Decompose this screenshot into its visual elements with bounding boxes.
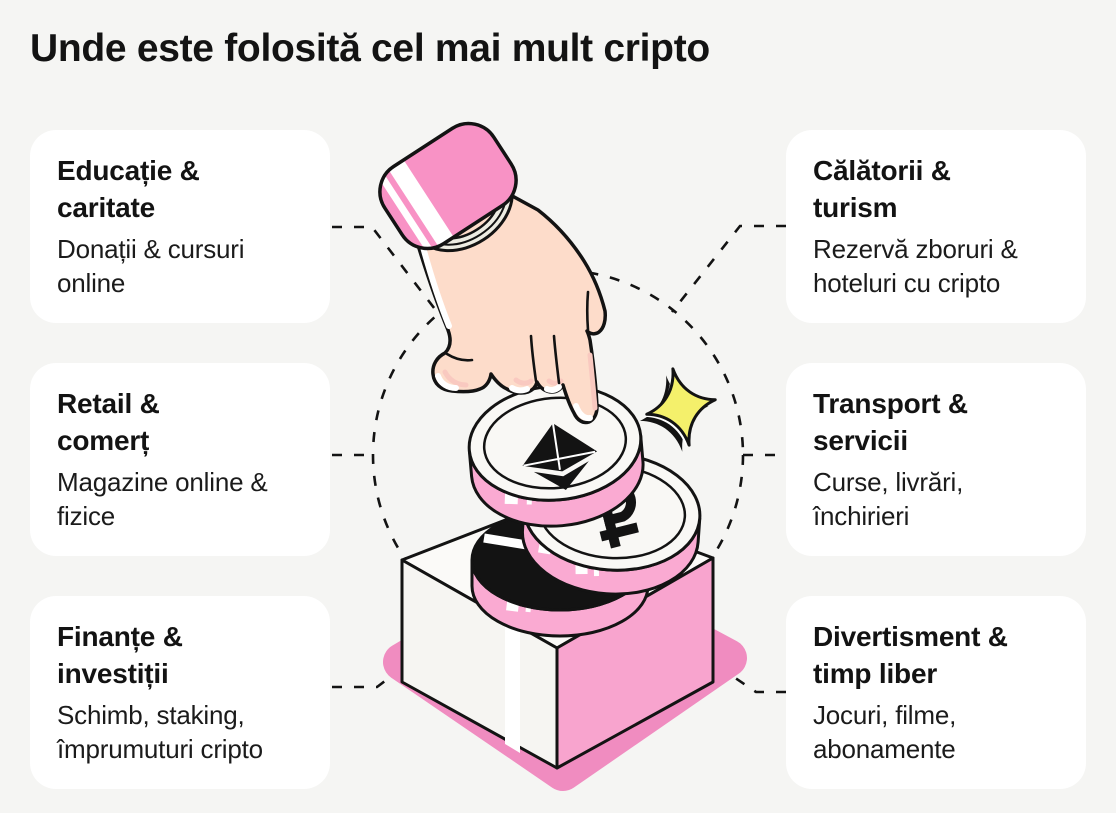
card-educatie-caritate: Educație & caritate Donații & cursuri on… (30, 130, 330, 323)
crypto-coin-icon (521, 452, 702, 596)
black-coin-glyph (483, 533, 570, 578)
card-description: Jocuri, filme, abonamente (813, 700, 957, 764)
hand-pointing-icon (373, 121, 607, 425)
box-right-face (555, 556, 715, 770)
connector-line-bottom-left (332, 670, 398, 689)
card-finante-investitii: Finanțe & investiții Schimb, staking, îm… (30, 596, 330, 789)
page-title: Unde este folosită cel mai mult cripto (30, 27, 710, 70)
card-description: Magazine online & fizice (57, 467, 268, 531)
card-title: Educație & caritate (57, 155, 200, 223)
connector-line-top-left (332, 225, 443, 318)
connector-line-top-right (670, 224, 786, 313)
ethereum-coin-icon (467, 384, 645, 528)
card-description: Curse, livrări, închirieri (813, 467, 964, 531)
box-top-face (400, 498, 715, 650)
box-left-face-highlight (505, 619, 520, 753)
card-retail-comert: Retail & comerț Magazine online & fizice (30, 363, 330, 556)
card-title: Retail & comerț (57, 388, 160, 456)
sleeve-cuff-icon (373, 121, 518, 260)
card-divertisment-timp-liber: Divertisment & timp liber Jocuri, filme,… (786, 596, 1086, 789)
dashed-circle (371, 268, 745, 642)
hand-outline (412, 190, 607, 425)
card-description: Donații & cursuri online (57, 234, 245, 298)
card-title: Finanțe & investiții (57, 621, 183, 689)
connector-lines (332, 224, 786, 694)
card-calatorii-turism: Călătorii & turism Rezervă zboruri & hot… (786, 130, 1086, 323)
bracelet-icon (410, 159, 514, 253)
card-title: Călătorii & turism (813, 155, 951, 223)
ruble-glyph (595, 480, 639, 549)
hand-shading (442, 352, 598, 411)
card-transport-servicii: Transport & servicii Curse, livrări, înc… (786, 363, 1086, 556)
sparkle-icon (639, 367, 717, 452)
connector-line-bottom-right (721, 667, 786, 694)
black-coin-icon (470, 508, 650, 638)
card-title: Transport & servicii (813, 388, 968, 456)
ethereum-logo (522, 423, 598, 491)
box-shadow (383, 549, 747, 791)
card-description: Schimb, staking, împrumuturi cripto (57, 700, 263, 764)
card-description: Rezervă zboruri & hoteluri cu cripto (813, 234, 1018, 298)
card-title: Divertisment & timp liber (813, 621, 1008, 689)
box-left-face (400, 558, 559, 770)
donation-box-icon (383, 498, 747, 791)
finger-creases (445, 290, 590, 385)
hand-highlights (420, 244, 593, 422)
